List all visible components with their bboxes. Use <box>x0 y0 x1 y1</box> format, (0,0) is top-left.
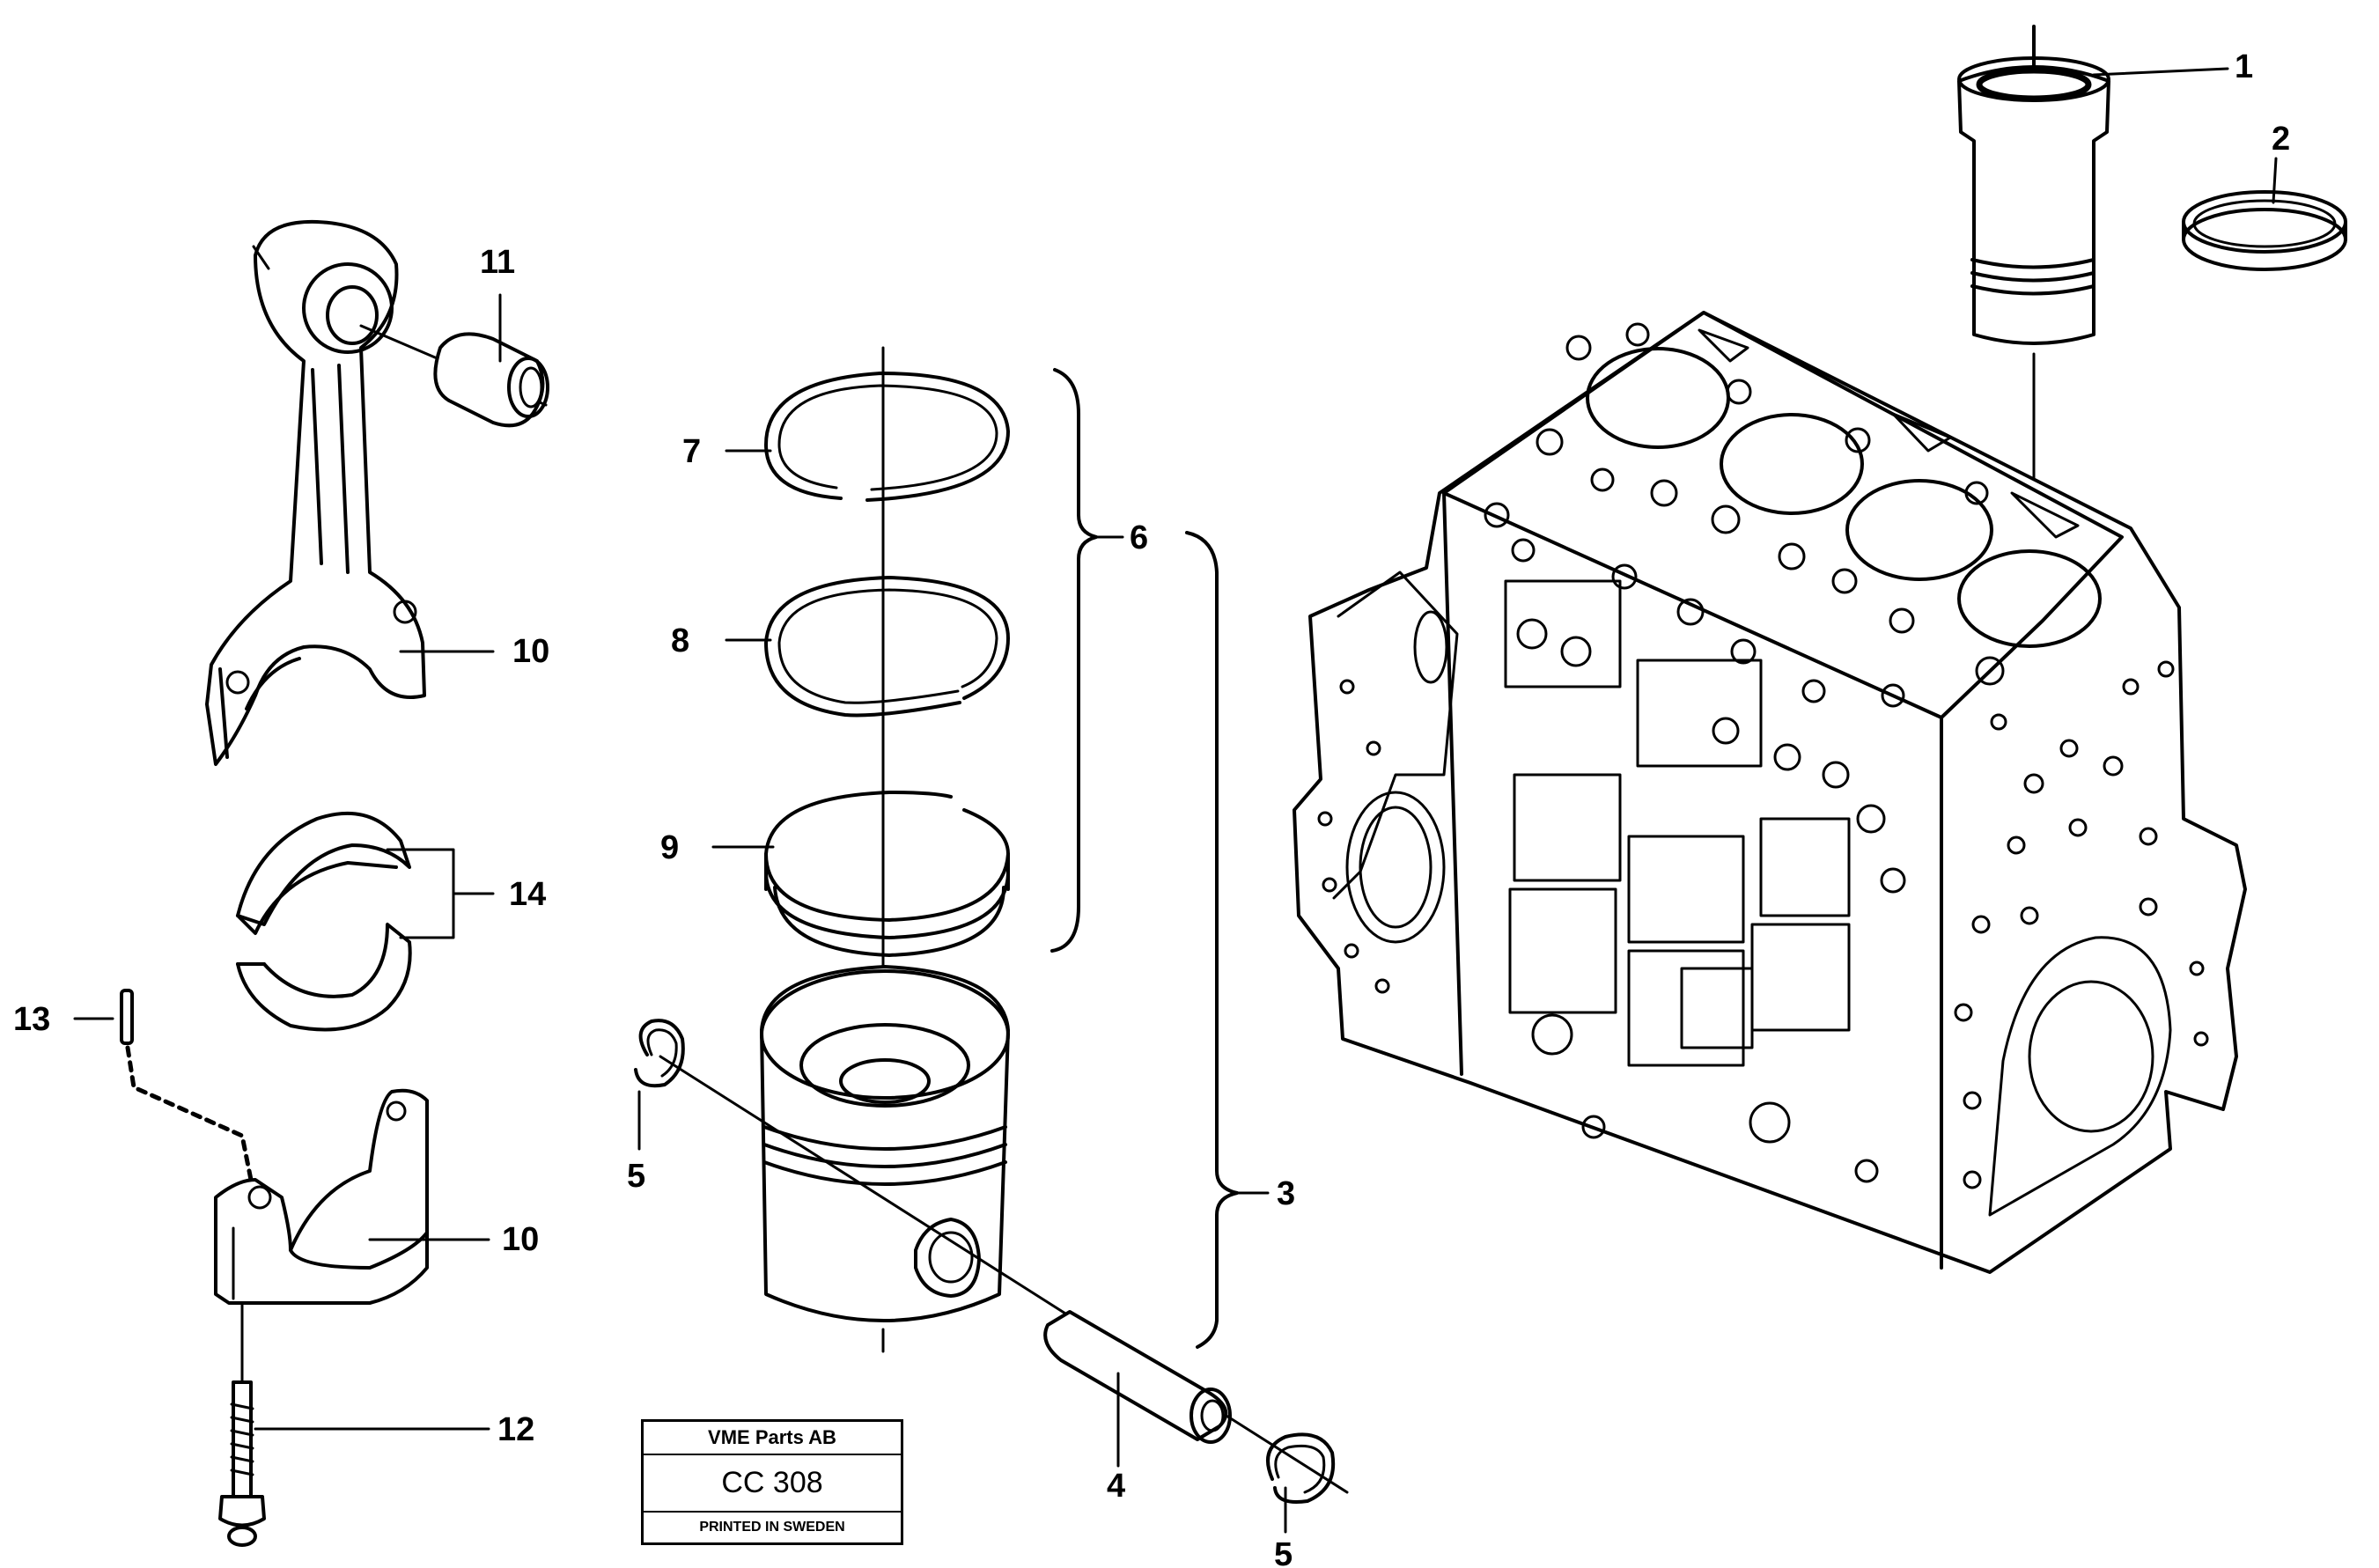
callout-13: 13 <box>13 1001 50 1038</box>
rod-cap-icon <box>214 1088 429 1305</box>
callout-5-left: 5 <box>627 1158 645 1195</box>
callout-2: 2 <box>2272 121 2290 158</box>
callout-6: 6 <box>1130 519 1148 556</box>
piston-ring-icon <box>764 372 1010 502</box>
stamp-code: CC 308 <box>644 1455 901 1513</box>
title-stamp: VME Parts AB CC 308 PRINTED IN SWEDEN <box>641 1419 903 1545</box>
callout-14: 14 <box>509 876 546 913</box>
callout-10-lower: 10 <box>502 1221 539 1258</box>
callout-3: 3 <box>1277 1175 1295 1212</box>
callout-5-right: 5 <box>1274 1536 1293 1568</box>
cylinder-block-icon <box>1293 311 2247 1274</box>
circlip-icon <box>1266 1432 1336 1504</box>
stamp-company: VME Parts AB <box>644 1422 901 1455</box>
bearing-shell-icon <box>236 811 412 1032</box>
callout-12: 12 <box>497 1411 534 1448</box>
bracket-rings-icon <box>1050 368 1098 953</box>
circlip-icon <box>634 1019 685 1088</box>
connecting-rod-icon <box>205 219 426 766</box>
bushing-icon <box>433 332 549 428</box>
callout-7: 7 <box>682 433 701 470</box>
callout-11: 11 <box>480 244 515 281</box>
seal-ring-icon <box>2182 190 2347 271</box>
piston-ring-icon <box>764 576 1010 718</box>
callout-10-upper: 10 <box>512 633 549 670</box>
piston-pin-icon <box>1043 1310 1232 1444</box>
callout-4: 4 <box>1107 1468 1125 1505</box>
piston-ring-icon <box>764 791 1010 957</box>
piston-icon <box>760 965 1010 1353</box>
stamp-printed: PRINTED IN SWEDEN <box>699 1520 845 1535</box>
pin-icon <box>120 989 134 1045</box>
callout-9: 9 <box>660 829 679 866</box>
callout-1: 1 <box>2235 48 2253 85</box>
callout-8: 8 <box>671 622 689 659</box>
bracket-piston-assembly-icon <box>1185 531 1239 1349</box>
bolt-icon <box>218 1380 266 1547</box>
